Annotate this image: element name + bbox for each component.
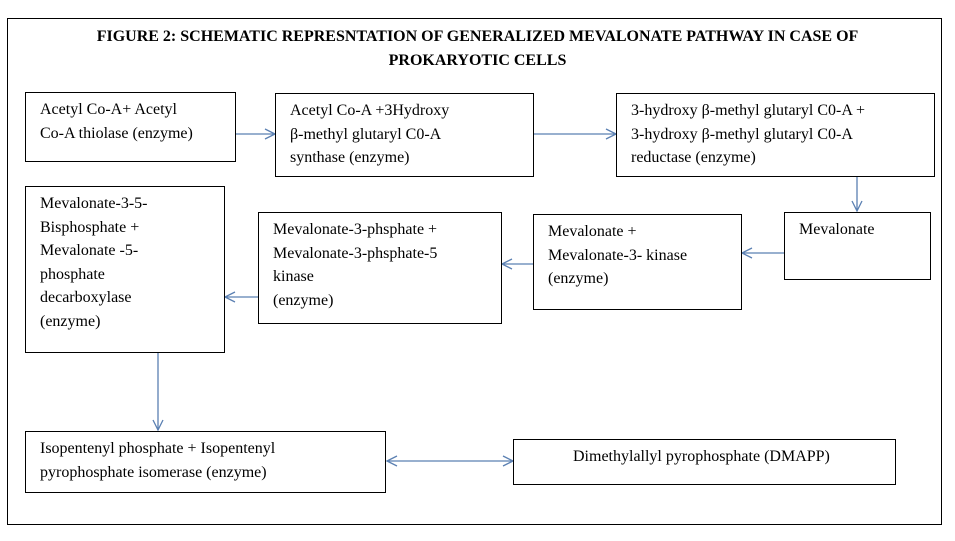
box-mevalonate-phosphate-kinase: Mevalonate-3-phsphate + Mevalonate-3-phs… [258, 212, 502, 324]
figure-title: FIGURE 2: SCHEMATIC REPRESNTATION OF GEN… [20, 25, 935, 73]
box-hmg-coa-synthase: Acetyl Co-A +3Hydroxy β-methyl glutaryl … [275, 93, 534, 177]
figure-title-line1: FIGURE 2: SCHEMATIC REPRESNTATION OF GEN… [96, 28, 859, 45]
box-mevalonate: Mevalonate [784, 212, 931, 280]
figure-title-line2: PROKARYOTIC CELLS [388, 52, 567, 69]
figure-frame [7, 18, 942, 525]
box-isopentenyl-isomerase: Isopentenyl phosphate + Isopentenyl pyro… [25, 431, 386, 493]
box-decarboxylase: Mevalonate-3-5- Bisphosphate + Mevalonat… [25, 186, 225, 353]
box-mevalonate-kinase: Mevalonate + Mevalonate-3- kinase (enzym… [533, 214, 742, 310]
box-hmg-coa-reductase: 3-hydroxy β-methyl glutaryl C0-A + 3-hyd… [616, 93, 935, 177]
box-acetyl-coa-thiolase: Acetyl Co-A+ Acetyl Co-A thiolase (enzym… [25, 92, 236, 162]
box-dmapp: Dimethylallyl pyrophosphate (DMAPP) [513, 439, 896, 485]
